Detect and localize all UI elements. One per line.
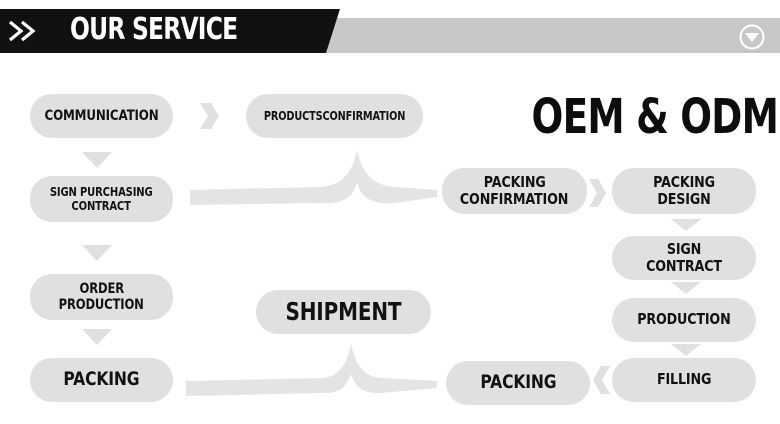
step-sign-purchasing-contract: SIGN PURCHASING CONTRACT	[30, 176, 173, 222]
step-label: SHIPMENT	[285, 297, 402, 326]
page-title: OUR SERVICE	[70, 12, 238, 47]
arrow-down-icon	[671, 282, 701, 294]
header-black-bar	[0, 9, 340, 53]
step-label: PRODUCTION	[637, 310, 731, 329]
arrow-left-icon	[593, 366, 610, 394]
step-communication: COMMUNICATION	[30, 94, 173, 138]
step-sign-contract: SIGN CONTRACT	[612, 236, 756, 280]
arrow-down-icon	[82, 329, 112, 345]
step-packing-confirmation: PACKING CONFIRMATION	[442, 168, 587, 214]
step-label-line2: CONFIRMATION	[460, 190, 569, 208]
step-filling: FILLING	[612, 358, 756, 402]
step-label: PACKING	[63, 368, 140, 391]
arrow-down-icon	[82, 245, 112, 261]
step-packing-design: PACKING DESIGN	[612, 168, 756, 214]
step-label: SIGN CONTRACT	[646, 239, 722, 275]
header-grey-band	[322, 18, 780, 53]
step-label: PACKING	[479, 371, 557, 394]
step-label: COMMUNICATION	[44, 107, 159, 124]
oem-odm-heading: OEM & ODM	[531, 89, 779, 145]
arrow-down-icon	[671, 344, 701, 356]
bracket-connector-top	[190, 150, 437, 205]
step-label-line1: PACKING	[483, 172, 546, 191]
step-packing-bottom: PACKING	[446, 361, 590, 405]
arrow-down-icon	[82, 152, 112, 168]
arrow-right-icon	[589, 179, 606, 207]
step-label-line1: SIGN PURCHASING	[50, 184, 153, 199]
step-products-confirmation: PRODUCTSCONFIRMATION	[246, 94, 423, 138]
step-label-line1: ORDER	[79, 280, 124, 297]
double-chevron-right-icon	[8, 20, 36, 42]
arrow-down-icon	[671, 219, 701, 231]
step-label-line2: PRODUCTION	[58, 297, 145, 313]
step-label: FILLING	[656, 370, 712, 389]
arrow-right-icon	[200, 103, 219, 129]
step-label: PRODUCTSCONFIRMATION	[263, 108, 406, 123]
circle-chevron-down-icon[interactable]	[739, 24, 765, 50]
step-label: PACKING DESIGN	[653, 172, 715, 208]
step-order-production: ORDER PRODUCTION	[30, 274, 173, 320]
step-label-line2: CONTRACT	[71, 198, 132, 213]
step-packing-left: PACKING	[30, 358, 173, 402]
step-shipment: SHIPMENT	[256, 290, 431, 334]
bracket-connector-bottom	[186, 343, 437, 396]
step-production: PRODUCTION	[612, 298, 756, 342]
